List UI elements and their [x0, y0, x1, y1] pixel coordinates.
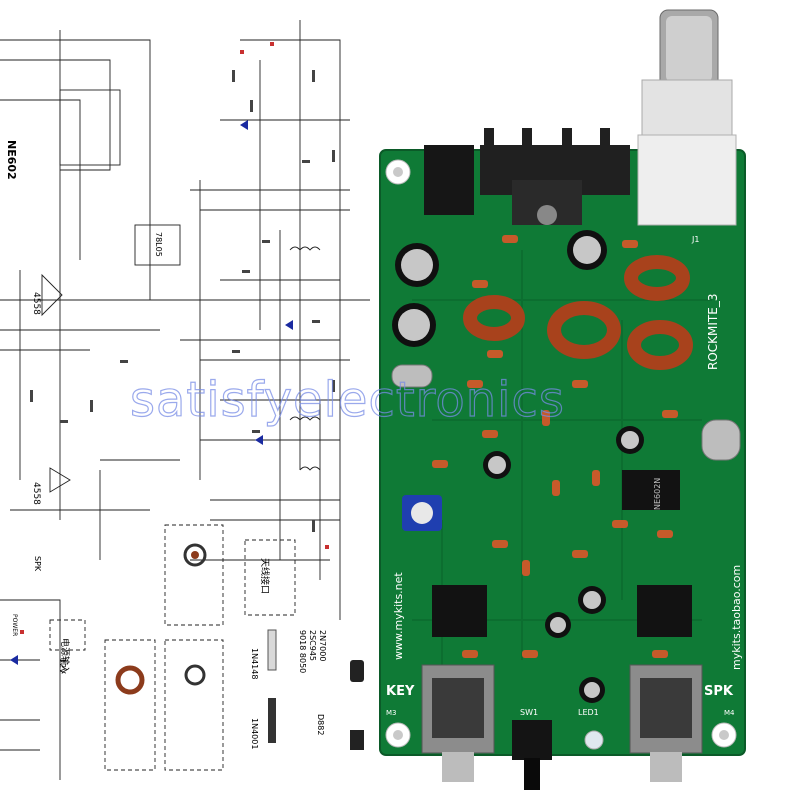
key-label: KEY — [386, 684, 415, 699]
j1-label: J1 — [691, 235, 699, 244]
power-label: POWER — [11, 614, 18, 636]
pcb-board — [379, 149, 746, 756]
url-right: mykits.taobao.com — [730, 565, 743, 670]
push-switch — [512, 720, 552, 760]
antenna-port-label: 天线接口 — [259, 558, 271, 594]
transistor-label-3: 2SC945 — [308, 630, 317, 661]
resistor — [432, 235, 678, 658]
schematic-drawing: NE602 4558 4558 78L05 SPK POWER 电源输入 12V… — [0, 0, 372, 800]
crystal — [391, 364, 741, 461]
power-voltage-label: 12V — [58, 658, 67, 674]
regulator-label: 78L05 — [154, 232, 163, 257]
power-jack — [424, 145, 474, 215]
dip-chip — [432, 470, 692, 637]
toroid-inductor — [463, 255, 693, 370]
transistor-label-1: 9018 8050 — [298, 630, 307, 673]
electrolytic-capacitor — [392, 230, 644, 703]
spk-label: SPK — [704, 684, 734, 699]
chip-label: NE602N — [653, 478, 662, 510]
m4-label: M4 — [724, 709, 735, 717]
diode-label-2: 1N4001 — [250, 718, 259, 749]
ne602-label: NE602 — [5, 140, 18, 180]
led — [584, 730, 604, 750]
transistor-label-4: D882 — [316, 714, 325, 735]
speaker-label: SPK — [33, 556, 42, 572]
opamp-label-1: 4558 — [31, 292, 41, 315]
url-left: www.mykits.net — [392, 572, 405, 660]
board-name: ROCKMITE_3 — [706, 294, 720, 370]
diode-label-1: 1N4148 — [250, 648, 259, 679]
heatsink — [480, 128, 630, 225]
opamp-label-2: 4558 — [31, 482, 41, 505]
audio-jack — [421, 664, 703, 782]
led-label: LED1 — [578, 708, 599, 717]
sw-label: SW1 — [520, 708, 538, 717]
pcb-photo: ROCKMITE_3 www.mykits.net mykits.taobao.… — [372, 0, 800, 800]
bnc-connector — [637, 9, 737, 226]
transistor-label-2: 2N7000 — [318, 630, 327, 661]
m3-label: M3 — [386, 709, 397, 717]
power-input-label: 电源输入 — [59, 638, 71, 674]
